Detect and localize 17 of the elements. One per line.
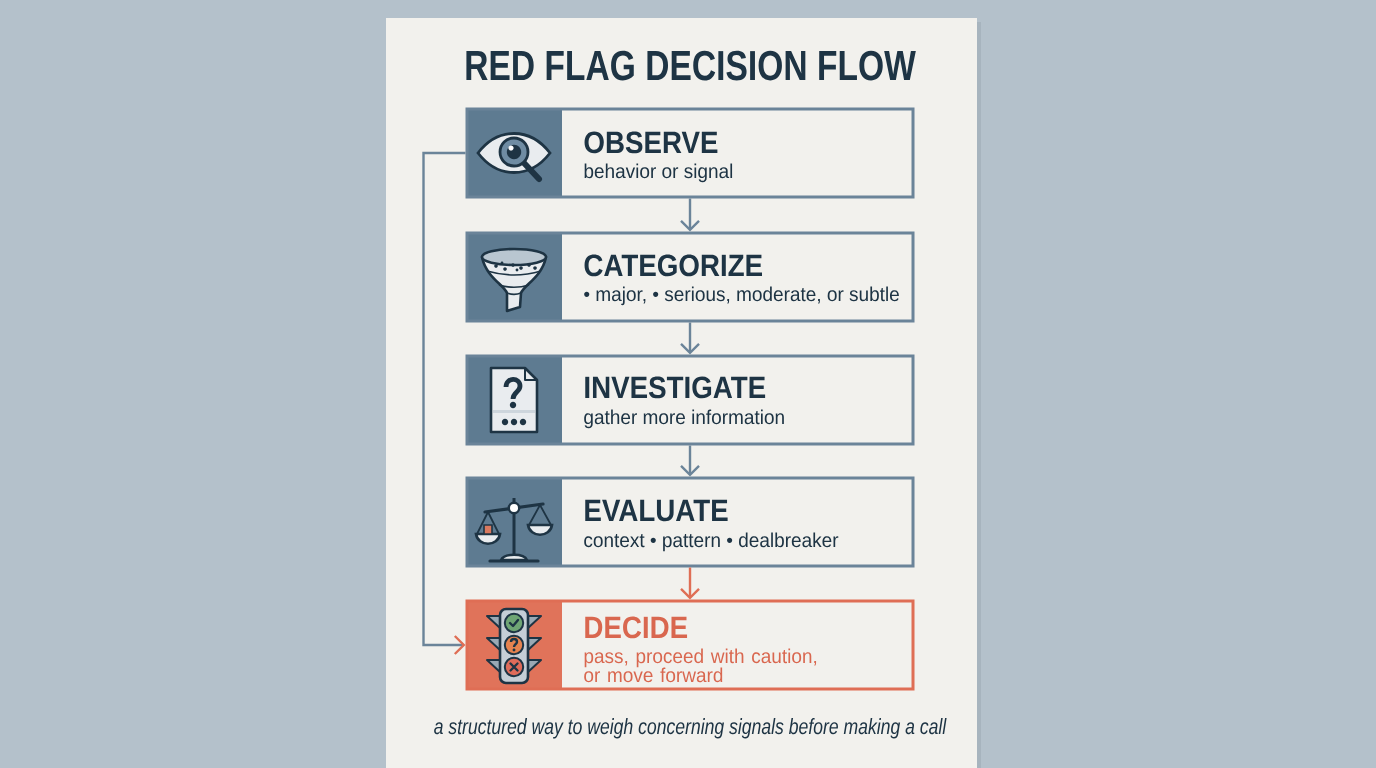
step-description: behavior or signal <box>584 163 733 183</box>
step-description: • major, • serious, moderate, or subtle <box>584 286 899 306</box>
step-description: context • pattern • dealbreaker <box>584 532 839 552</box>
step-heading: CATEGORIZE <box>584 254 762 277</box>
step-description: gather more information <box>584 409 784 429</box>
title: RED FLAG DECISION FLOW <box>466 50 916 81</box>
arrow <box>680 198 700 232</box>
step-description: pass, proceed with caution, or move forward <box>584 648 817 683</box>
step-heading: INVESTIGATE <box>585 376 766 399</box>
caption: a structured way to weigh concerning signals before making a call <box>434 718 947 739</box>
arrow <box>680 445 700 477</box>
step-heading: EVALUATE <box>585 499 728 522</box>
step-heading: DECIDE <box>585 616 688 639</box>
arrow <box>680 322 700 355</box>
arrow <box>680 567 700 600</box>
step-heading: OBSERVE <box>584 131 718 154</box>
arrow <box>422 151 466 655</box>
